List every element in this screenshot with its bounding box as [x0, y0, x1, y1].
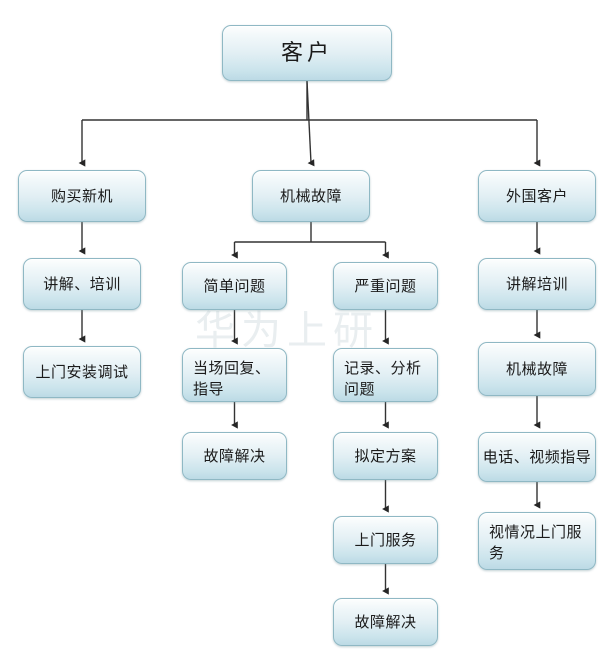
flow-node-label: 视情况上门服务: [489, 523, 583, 562]
flow-node-r3[interactable]: 机械故障: [478, 342, 596, 396]
flow-node-label: 简单问题: [203, 276, 266, 295]
flow-node-r5[interactable]: 视情况上门服务: [478, 512, 596, 570]
flow-node-label: 上门服务: [354, 530, 417, 549]
flow-node-r1[interactable]: 外国客户: [478, 170, 596, 222]
flow-node-label: 讲解培训: [505, 274, 568, 293]
flow-node-label: 外国客户: [505, 186, 568, 205]
flow-node-label: 严重问题: [354, 276, 417, 295]
flow-node-label: 机械故障: [279, 186, 342, 205]
flow-node-label: 拟定方案: [354, 446, 417, 465]
flow-node-label: 讲解、培训: [43, 274, 121, 293]
flow-node-l3[interactable]: 上门安装调试: [23, 346, 141, 398]
flow-node-label: 电话、视频指导: [482, 447, 592, 466]
flow-node-label: 客户: [280, 40, 333, 66]
flow-node-r4[interactable]: 电话、视频指导: [478, 432, 596, 482]
flow-node-r2[interactable]: 讲解培训: [478, 258, 596, 310]
flow-node-label: 机械故障: [505, 359, 568, 378]
flow-node-root[interactable]: 客户: [222, 25, 392, 81]
flow-node-cb3[interactable]: 拟定方案: [333, 432, 438, 480]
flow-node-label: 当场回复、指导: [193, 359, 271, 398]
flow-node-c1[interactable]: 机械故障: [252, 170, 370, 222]
flow-node-label: 记录、分析问题: [344, 359, 422, 398]
flow-node-cb5[interactable]: 故障解决: [333, 598, 438, 646]
flow-node-cb4[interactable]: 上门服务: [333, 516, 438, 564]
flow-node-l2[interactable]: 讲解、培训: [23, 258, 141, 310]
flow-node-ca3[interactable]: 故障解决: [182, 432, 287, 480]
flow-node-label: 购买新机: [50, 186, 113, 205]
flow-node-cb1[interactable]: 严重问题: [333, 262, 438, 310]
flow-node-label: 上门安装调试: [35, 362, 129, 381]
flow-node-cb2[interactable]: 记录、分析问题: [333, 348, 438, 402]
flow-node-l1[interactable]: 购买新机: [18, 170, 146, 222]
flow-node-label: 故障解决: [203, 446, 266, 465]
flow-node-ca1[interactable]: 简单问题: [182, 262, 287, 310]
flow-node-label: 故障解决: [354, 612, 417, 631]
flow-node-ca2[interactable]: 当场回复、指导: [182, 348, 287, 402]
